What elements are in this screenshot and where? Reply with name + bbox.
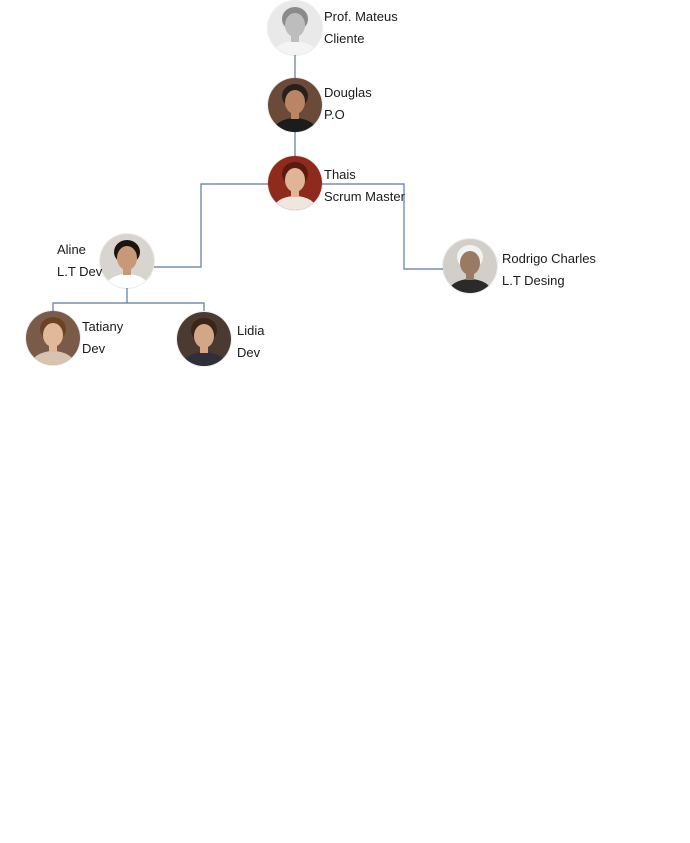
member-role: Cliente xyxy=(324,30,365,46)
connector-thais-rodrigo xyxy=(322,183,443,270)
member-name: Aline xyxy=(57,242,86,257)
person-photo-icon xyxy=(177,312,231,366)
member-role: Scrum Master xyxy=(324,188,405,204)
member-name: Douglas xyxy=(324,85,372,100)
avatar-aline xyxy=(100,234,154,288)
avatar-tatiany xyxy=(26,311,80,365)
member-role: Dev xyxy=(237,344,261,360)
member-role: L.T Desing xyxy=(502,272,565,288)
member-name: Thais xyxy=(324,167,356,182)
person-photo-icon xyxy=(268,1,322,55)
person-photo-icon xyxy=(26,311,80,365)
member-role: Dev xyxy=(82,340,106,356)
member-name: Lidia xyxy=(237,323,265,338)
avatar-rodrigo xyxy=(443,239,497,293)
member-role: L.T Dev xyxy=(57,263,103,279)
avatar-thais xyxy=(268,156,322,210)
member-name: Rodrigo Charles xyxy=(502,251,596,266)
person-photo-icon xyxy=(443,239,497,293)
avatar-lidia xyxy=(177,312,231,366)
avatar-mateus xyxy=(268,1,322,55)
connector-branch-bar xyxy=(52,302,205,311)
member-name: Prof. Mateus xyxy=(324,9,398,24)
member-name: Tatiany xyxy=(82,319,124,334)
member-role: P.O xyxy=(324,106,345,122)
person-photo-icon xyxy=(100,234,154,288)
avatar-douglas xyxy=(268,78,322,132)
connector-thais-aline xyxy=(154,183,268,268)
person-photo-icon xyxy=(268,156,322,210)
person-photo-icon xyxy=(268,78,322,132)
